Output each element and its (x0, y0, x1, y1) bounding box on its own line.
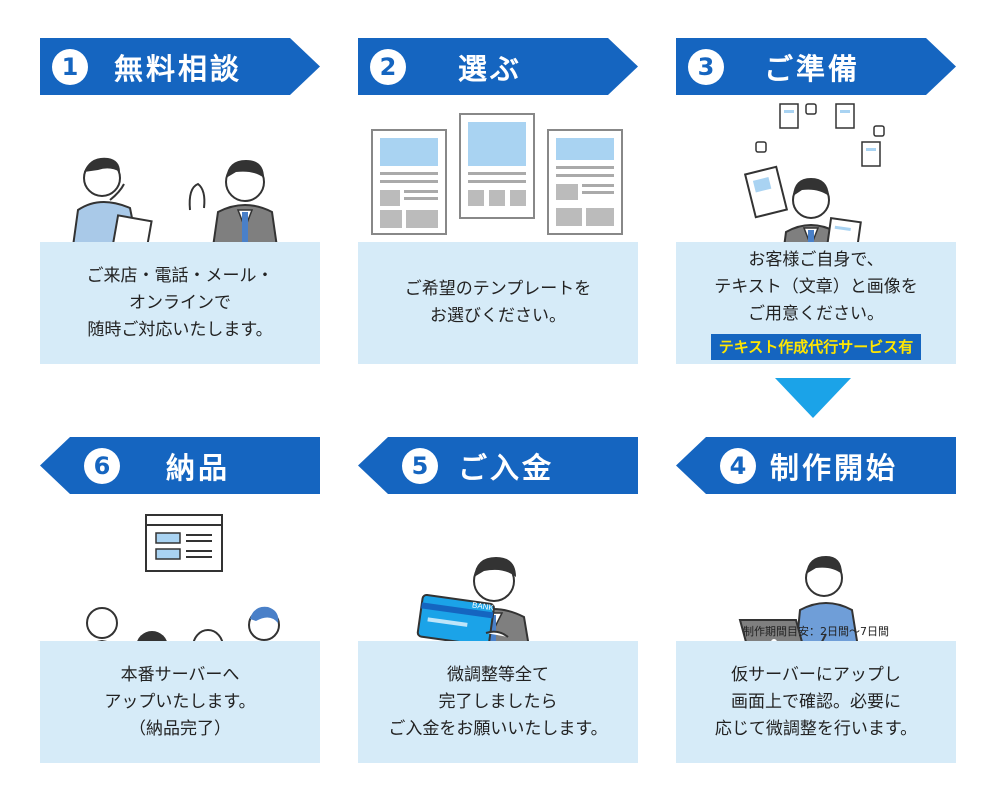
step-1-banner: 1 無料相談 (40, 38, 320, 95)
bank-card-label: BANK (472, 600, 495, 612)
step-4-line-2: 画面上で確認。必要に (731, 691, 901, 712)
step-5-number: 5 (402, 447, 438, 484)
step-1-description: ご来店・電話・メール・ オンラインで 随時ご対応いたします。 (40, 242, 320, 364)
step-6-line-2: アップいたします。 (104, 691, 256, 712)
step-2-title: 選ぶ (458, 51, 523, 86)
step-1-line-3: 随時ご対応いたします。 (87, 319, 273, 340)
step-2-banner: 2 選ぶ (358, 38, 638, 95)
step-3-line-1: お客様ご自身で、 (748, 249, 884, 270)
step-3-number: 3 (688, 48, 724, 85)
step-5-line-2: 完了しましたら (438, 691, 558, 712)
production-period-caption: 制作期間目安：2日間〜7日間 (743, 625, 889, 638)
step-4-description: 仮サーバーにアップし 画面上で確認。必要に 応じて微調整を行います。 (676, 641, 956, 763)
templates-illustration (371, 113, 623, 235)
step-4-banner: 4 制作開始 (676, 437, 956, 494)
step-4-line-1: 仮サーバーにアップし (731, 664, 901, 685)
step-1-title: 無料相談 (114, 51, 243, 86)
step-4-line-3: 応じて微調整を行います。 (714, 718, 918, 739)
step-5-description: 微調整等全て 完了しましたら ご入金をお願いいたします。 (358, 641, 638, 763)
step-5-line-3: ご入金をお願いいたします。 (388, 718, 608, 739)
step-3-line-2: テキスト（文章）と画像を (714, 276, 918, 297)
step-3-banner: 3 ご準備 (676, 38, 956, 95)
step-3-description: お客様ご自身で、 テキスト（文章）と画像を ご用意ください。 テキスト作成代行サ… (676, 242, 956, 364)
step-6-line-3: （納品完了） (129, 718, 231, 739)
step-1-line-1: ご来店・電話・メール・ (86, 265, 274, 286)
step-1-number: 1 (52, 48, 88, 85)
step-5-line-1: 微調整等全て (447, 664, 549, 685)
step-6-banner: 6 納品 (40, 437, 320, 494)
step-4-title: 制作開始 (770, 450, 899, 485)
step-5-title: ご入金 (458, 450, 555, 485)
step-6-title: 納品 (166, 450, 231, 485)
step-2-line-2: お選びください。 (430, 306, 566, 326)
step-5-banner: 5 ご入金 (358, 437, 638, 494)
step-3-title: ご準備 (764, 51, 861, 86)
text-writing-service-badge: テキスト作成代行サービス有 (710, 333, 922, 360)
step-1-line-2: オンラインで (129, 292, 231, 313)
step-4-number: 4 (720, 447, 756, 484)
step-3-line-3: ご用意ください。 (748, 303, 884, 324)
step-2-line-1: ご希望のテンプレートを (404, 279, 592, 299)
arrow-down-icon (775, 378, 851, 418)
step-2-description: ご希望のテンプレートを お選びください。 (358, 242, 638, 364)
step-6-description: 本番サーバーへ アップいたします。 （納品完了） (40, 641, 320, 763)
step-6-line-1: 本番サーバーへ (120, 664, 240, 685)
step-2-number: 2 (370, 48, 406, 85)
step-6-number: 6 (84, 447, 120, 484)
